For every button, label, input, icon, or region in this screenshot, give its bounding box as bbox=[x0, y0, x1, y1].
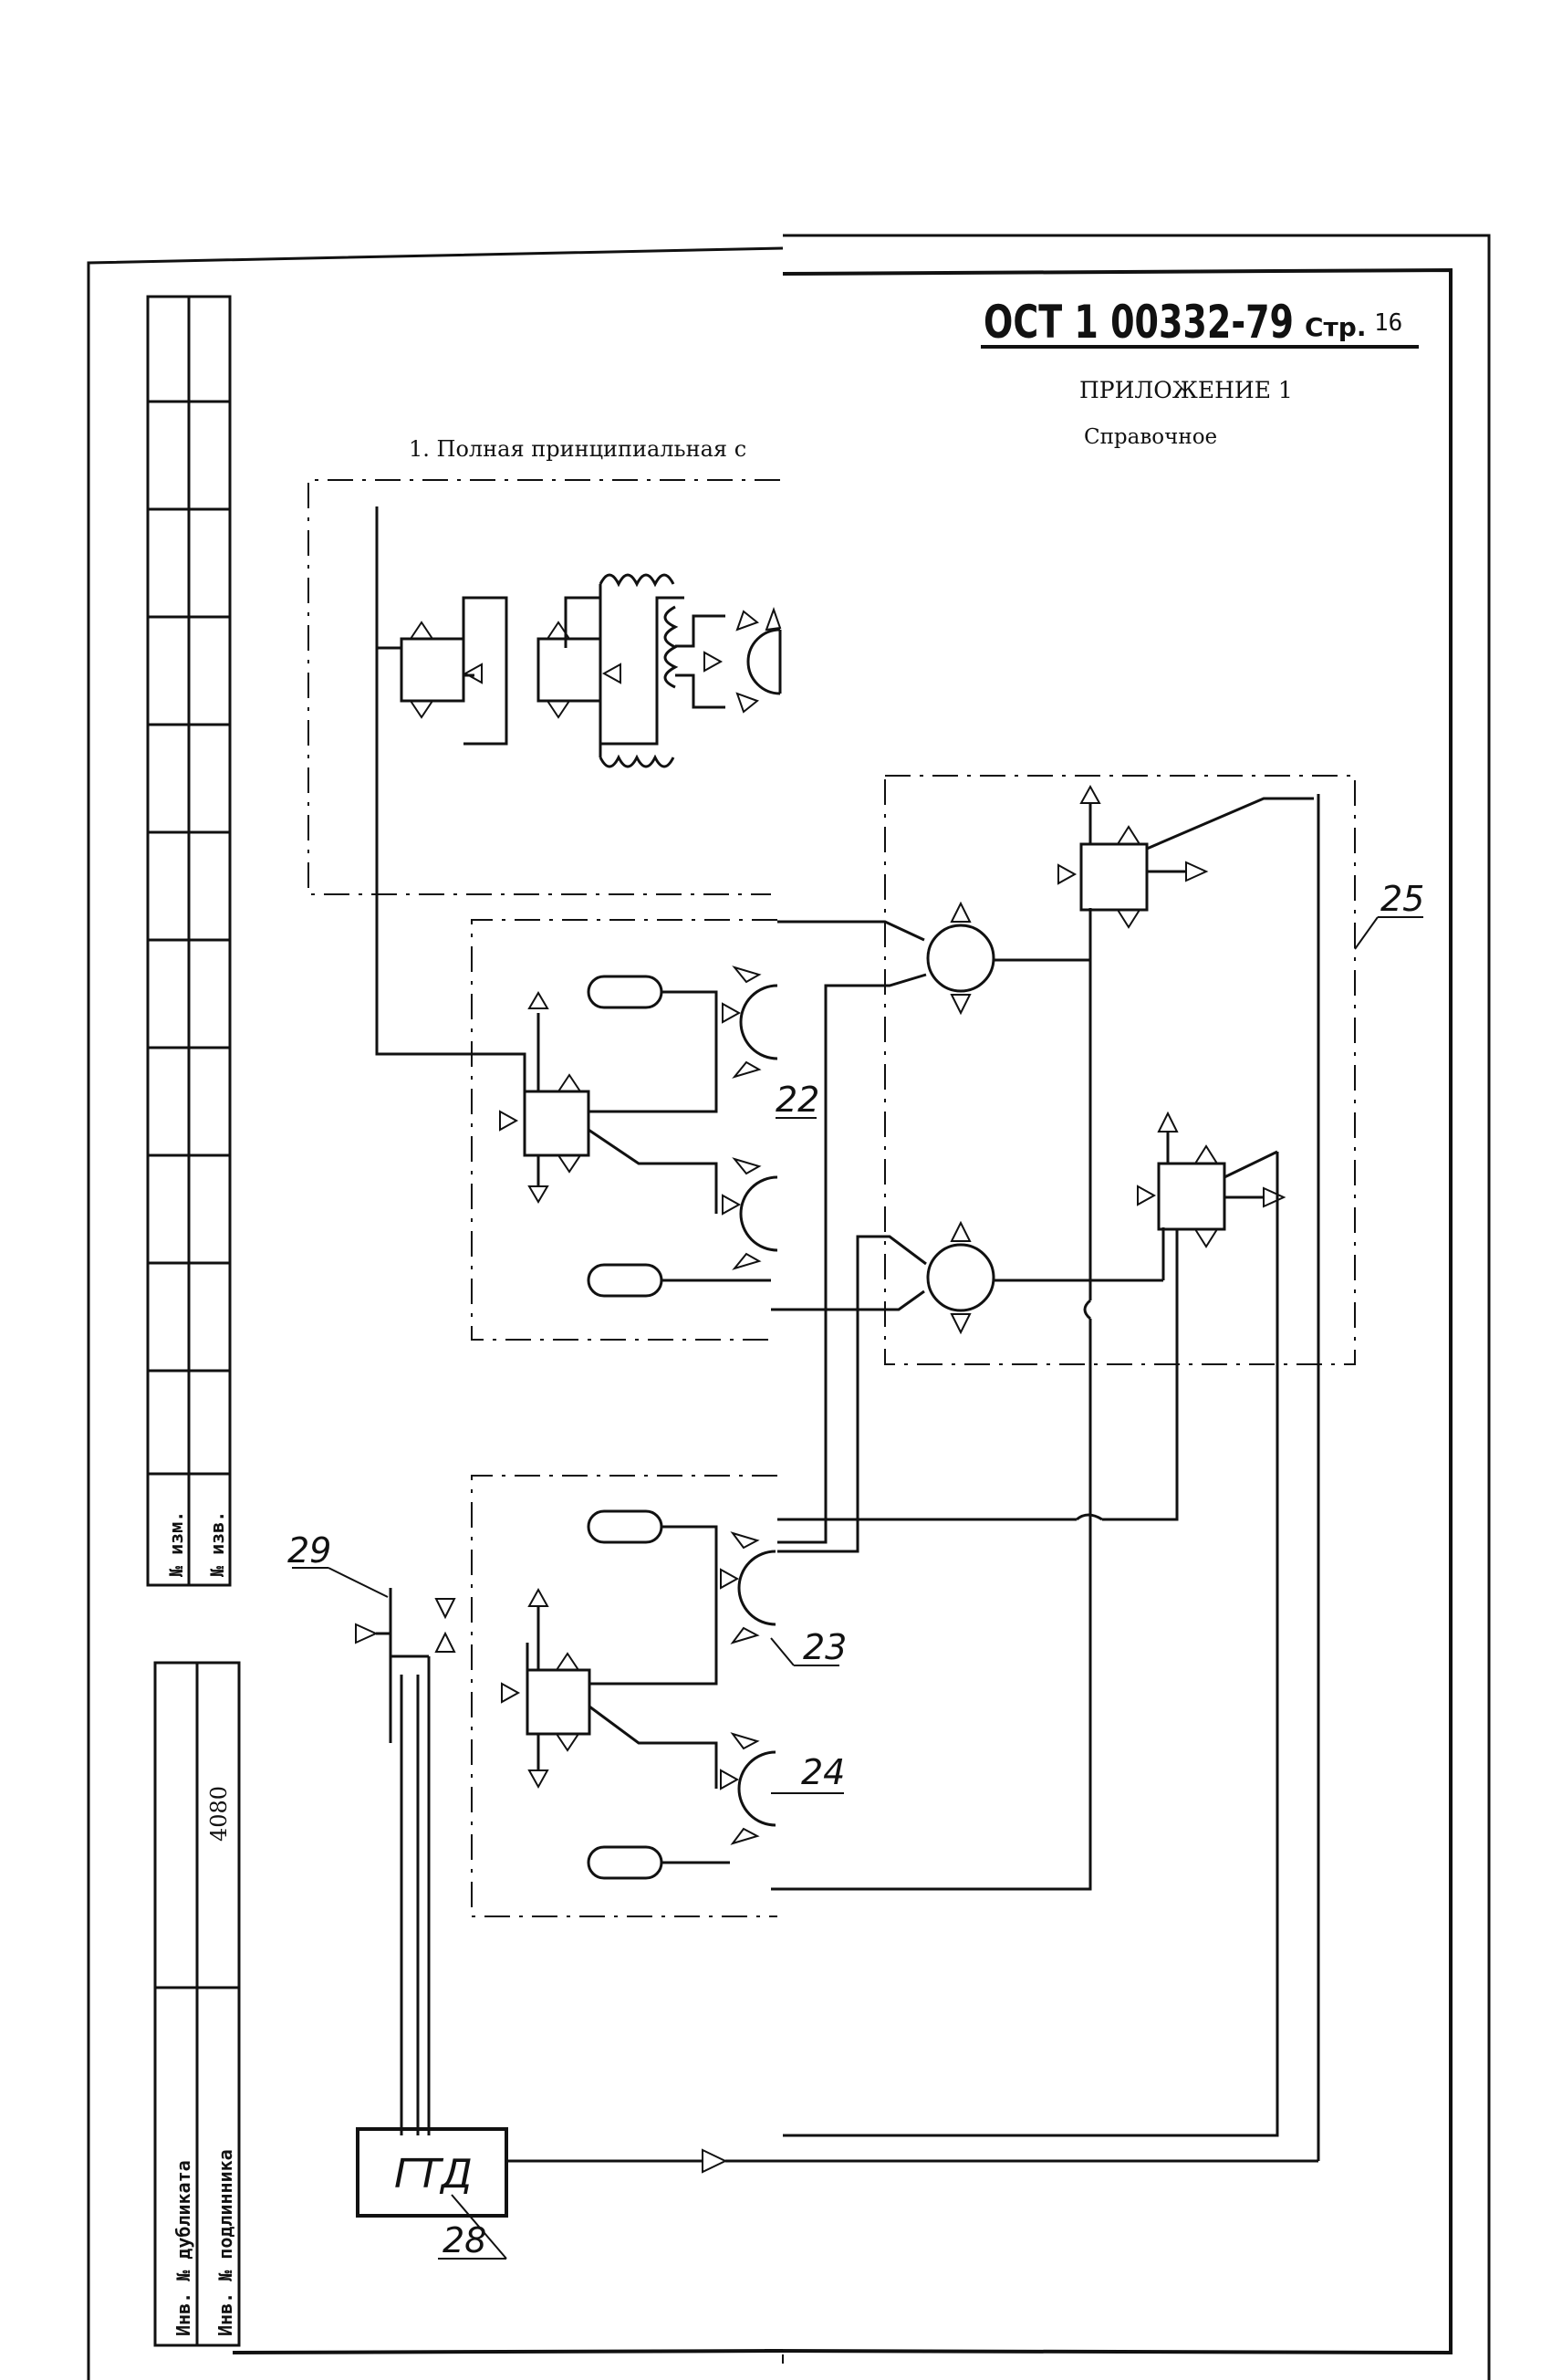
mid-sensor-upper bbox=[722, 966, 778, 1079]
right-block-lower-arrows bbox=[1137, 1111, 1286, 1248]
engine-feed-line bbox=[506, 794, 1320, 2174]
bot-block-triangles bbox=[501, 1587, 580, 1790]
right-block-upper-arrows bbox=[1057, 784, 1314, 929]
top-block-triangles bbox=[409, 621, 621, 719]
boundary-right-group bbox=[884, 775, 1356, 1365]
bot-sensor-lower bbox=[720, 1732, 776, 1845]
callout-29: 29 bbox=[287, 1530, 331, 1571]
stamp-orig-inv-value: 4080 bbox=[206, 1786, 232, 1842]
sheet-frame bbox=[87, 234, 1491, 2380]
bot-block bbox=[526, 1668, 591, 1736]
appendix-subtitle: Справочное bbox=[1084, 425, 1217, 449]
bot-sensor-upper bbox=[720, 1531, 776, 1644]
boundary-bottom-group bbox=[471, 1475, 777, 1917]
callout-23: 23 bbox=[803, 1627, 847, 1667]
page-number: 16 bbox=[1374, 309, 1402, 337]
doc-code: ОСТ 1 00332-79 bbox=[984, 296, 1294, 349]
valve-29 bbox=[355, 1588, 456, 2135]
engine-box bbox=[356, 2127, 508, 2218]
callout-22: 22 bbox=[776, 1080, 819, 1120]
mid-block-triangles bbox=[499, 991, 582, 1204]
right-sensor-lower bbox=[926, 1220, 1165, 1335]
right-block-upper bbox=[1079, 842, 1149, 912]
stamp-rev-no: № изм. bbox=[165, 1511, 187, 1578]
callout-24: 24 bbox=[801, 1752, 845, 1792]
right-block-lower bbox=[1157, 1162, 1226, 1231]
diagram-caption: 1. Полная принципиальная с bbox=[409, 436, 746, 462]
bot-capsule-top bbox=[587, 1509, 663, 1544]
stamp-dup-inv: Инв. № дубликата bbox=[172, 2160, 194, 2336]
mid-capsule-bottom bbox=[587, 1263, 663, 1298]
right-sensor-upper bbox=[926, 901, 1092, 1016]
mid-wires bbox=[536, 990, 771, 1282]
mid-sensor-lower bbox=[722, 1157, 778, 1270]
page-label: Стр. bbox=[1305, 312, 1366, 342]
stamp-notice-no: № изв. bbox=[206, 1511, 228, 1578]
stamp-orig-inv: Инв. № подлинника bbox=[214, 2149, 236, 2336]
bot-wires bbox=[526, 1525, 730, 1864]
engine-label: ГТД bbox=[394, 2151, 473, 2197]
appendix-title: ПРИЛОЖЕНИЕ 1 bbox=[1079, 377, 1293, 403]
top-wires bbox=[375, 506, 725, 1132]
top-sensor bbox=[703, 607, 782, 714]
side-stamp-column bbox=[146, 295, 241, 2347]
top-block-1 bbox=[400, 637, 465, 703]
signal-lines bbox=[771, 910, 1179, 1891]
bot-capsule-bottom bbox=[587, 1845, 663, 1880]
mid-capsule-top bbox=[587, 975, 663, 1009]
mid-block bbox=[523, 1090, 590, 1157]
callout-28: 28 bbox=[443, 2220, 486, 2260]
callout-leaders bbox=[292, 916, 1423, 2260]
top-block-2 bbox=[536, 637, 602, 703]
inductor-coil bbox=[599, 573, 679, 768]
callout-25: 25 bbox=[1380, 879, 1424, 919]
boundary-top-group bbox=[307, 479, 780, 895]
boundary-middle-group bbox=[471, 919, 777, 1341]
